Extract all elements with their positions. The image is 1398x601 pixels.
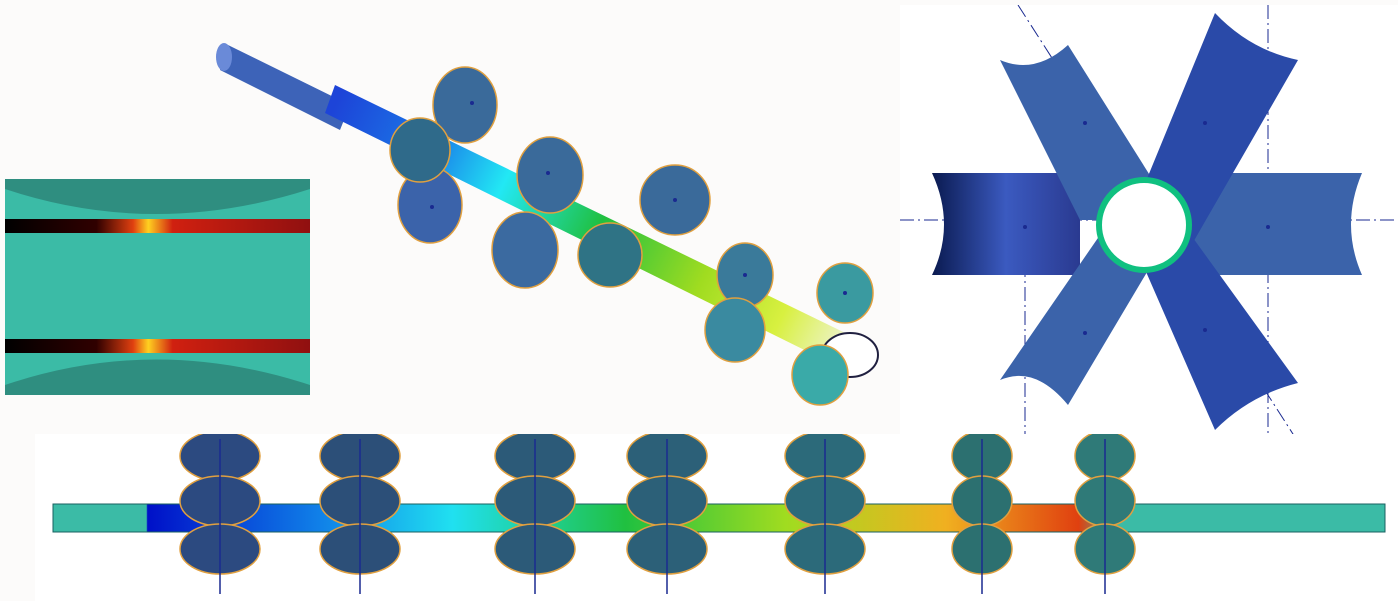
roll-stand-2: [491, 136, 643, 289]
roll-disk: [432, 66, 498, 144]
end-view-drawing: [900, 5, 1398, 445]
roll-stand: [494, 434, 576, 594]
end-view: [900, 5, 1398, 445]
entry-bar-end: [216, 43, 232, 71]
roll-disk: [491, 211, 559, 289]
roll-stand-3: [639, 164, 774, 363]
cross-section-drawing: [5, 179, 310, 395]
roll-stand: [626, 434, 708, 594]
roll-stand: [1074, 434, 1136, 594]
roll-lower-right: [1130, 220, 1298, 430]
lower-wall-contour: [5, 339, 310, 353]
roll-disk: [577, 222, 643, 288]
roll-stand: [951, 434, 1013, 594]
isometric-view: [210, 25, 900, 435]
roll-left: [932, 173, 1080, 275]
tube: [52, 503, 1386, 533]
isometric-drawing: [216, 43, 879, 406]
lower-roll-profile: [5, 359, 310, 395]
roll-right: [1180, 173, 1362, 275]
roll-disk: [791, 344, 849, 406]
roll-stand: [179, 434, 261, 594]
roll-stand: [784, 434, 866, 594]
entry-bar: [220, 45, 350, 130]
cross-section-view: [5, 179, 310, 395]
roll-upper-left: [1000, 45, 1178, 220]
roll-disk: [704, 297, 766, 363]
upper-wall-contour: [5, 219, 310, 233]
side-view-drawing: [52, 434, 1386, 594]
roll-stand-1: [389, 66, 498, 244]
side-view: [35, 434, 1398, 601]
tube-section: [1096, 177, 1192, 273]
side-stands: [179, 434, 1136, 594]
roll-stand: [319, 434, 401, 594]
roll-disk: [389, 117, 451, 183]
upper-roll-profile: [5, 179, 310, 214]
roll-disk: [516, 136, 584, 214]
